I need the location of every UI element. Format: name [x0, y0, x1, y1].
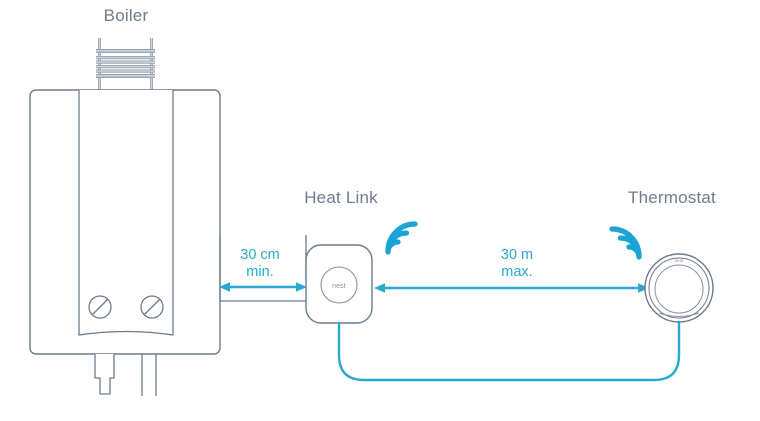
measurement-30m-arrow [374, 283, 649, 293]
boiler-dial-right[interactable] [140, 295, 164, 319]
boiler-group: Boiler [29, 6, 221, 396]
thermostat-group: Thermostat nest [609, 188, 716, 323]
measurement-30cm-qualifier: min. [246, 264, 273, 280]
heat-link-label: Heat Link [304, 188, 378, 207]
heat-link-brand-text: nest [332, 283, 346, 290]
thermostat-wifi-icon [609, 226, 642, 260]
measurement-30cm-min: 30 cm min. [219, 247, 307, 292]
boiler-front-panel [78, 90, 174, 336]
boiler-flue [96, 38, 155, 91]
measurement-30m-max: 30 m max. [374, 247, 649, 293]
measurement-30m-qualifier: max. [501, 264, 532, 280]
boiler-bottom-pipes [94, 354, 157, 396]
measurement-30cm-arrow [219, 282, 307, 292]
heat-link-group: Heat Link nest [304, 188, 418, 324]
thermostat-brand-text: nest [675, 258, 684, 263]
boiler-label: Boiler [104, 6, 149, 25]
heatlink-to-thermostat-cable [337, 320, 681, 382]
measurement-30m-value: 30 m [501, 247, 533, 263]
thermostat-label: Thermostat [628, 188, 716, 207]
thermostat-dial[interactable]: nest [644, 253, 714, 323]
measurement-30cm-value: 30 cm [240, 247, 280, 263]
boiler-dial-left[interactable] [88, 295, 112, 319]
heatlink-wifi-icon [385, 221, 418, 255]
heat-link-nest-badge: nest [320, 266, 358, 304]
